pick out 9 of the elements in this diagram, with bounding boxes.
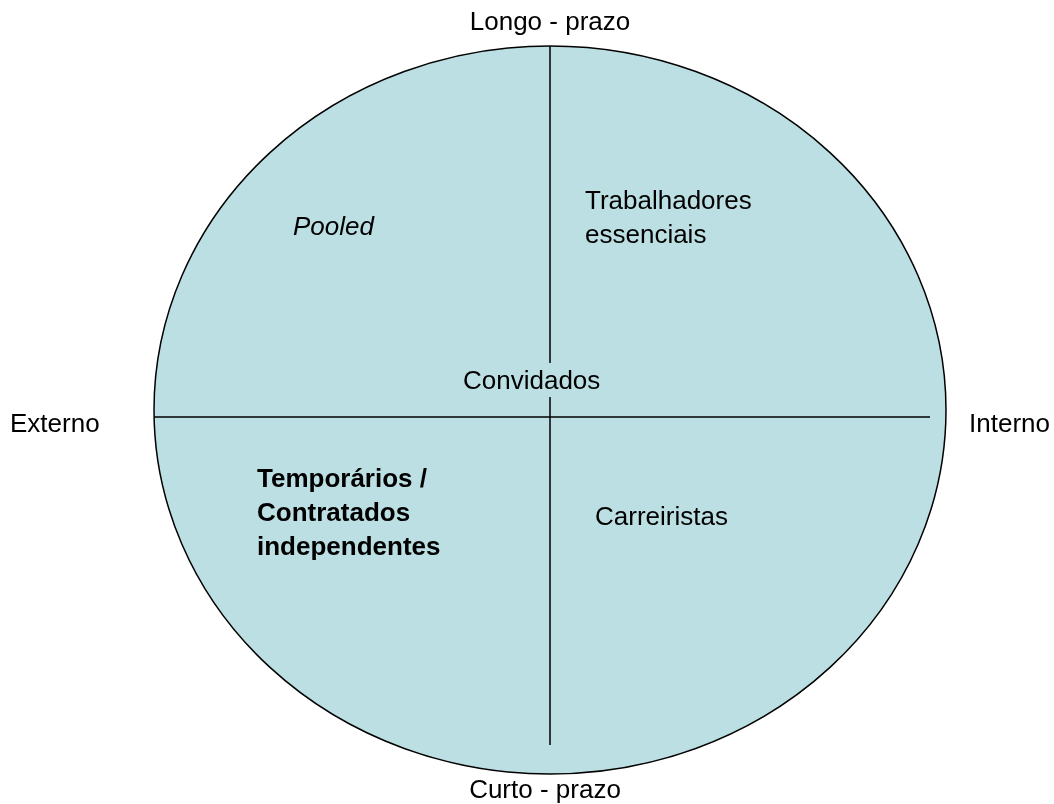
quadrant-label: Carreiristas	[595, 500, 729, 533]
quadrant-label: Temporários / Contratados independentes	[257, 462, 442, 563]
axis-label: Curto - prazo	[468, 773, 622, 804]
quadrant-label: Convidados	[463, 363, 601, 397]
quadrant-label: Trabalhadores essenciais	[585, 184, 753, 251]
axis-label: Interno	[968, 407, 1050, 440]
axis-label: Externo	[10, 407, 101, 440]
quadrant-label: Pooled	[293, 210, 376, 243]
axis-label: Longo - prazo	[468, 5, 632, 38]
